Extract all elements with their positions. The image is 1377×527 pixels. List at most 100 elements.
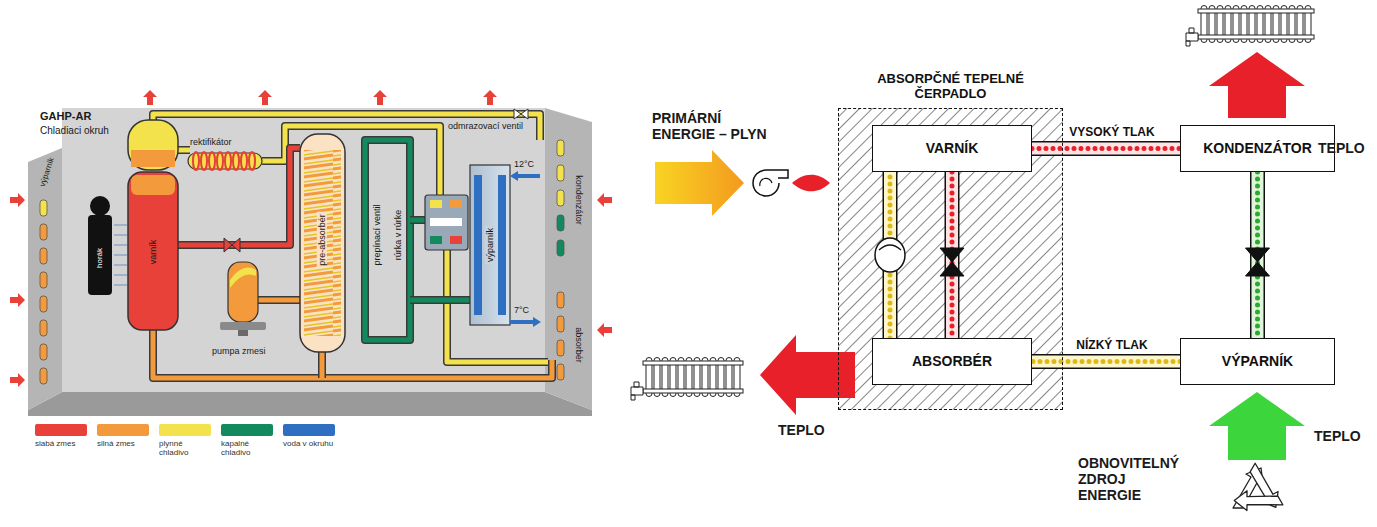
component-name: VARNÍK <box>926 140 979 157</box>
radiator <box>631 382 643 400</box>
energy-label: OBNOVITELNÝ ZDROJ ENERGIE <box>1078 455 1186 503</box>
rectifier-coil <box>201 152 207 170</box>
liquid-pipe <box>365 140 410 340</box>
component-label: prepínací ventil <box>372 202 382 267</box>
pressure-label: NÍZKÝ TLAK <box>1073 337 1150 351</box>
weak-mix-pipe <box>178 148 300 245</box>
housing-left-panel <box>28 148 62 410</box>
component-label: rúrka v rúrke <box>393 208 403 263</box>
pipe-inside <box>1032 356 1180 368</box>
condenser-coil <box>557 292 564 308</box>
pipe-outline <box>258 296 300 304</box>
rectifier-coil <box>217 152 223 170</box>
pipe-outline <box>410 216 425 224</box>
housing-back <box>62 108 545 392</box>
legend-item: plynné chladivo <box>159 424 213 457</box>
component-label: pre-absorbér <box>317 212 327 268</box>
component-label: horák <box>95 248 104 268</box>
label-box: prepínací ventil <box>372 202 382 267</box>
heat-output-arrow <box>1209 52 1305 118</box>
heat-flow-arrow <box>373 90 387 105</box>
label-box: absorbér <box>574 327 584 363</box>
rectifier-coil <box>193 152 255 170</box>
gas-blower <box>753 170 788 196</box>
burner <box>114 284 127 286</box>
gas-blower <box>760 178 772 186</box>
component-label: rektifikátor <box>190 137 232 147</box>
solution-pump <box>220 322 266 330</box>
legend: slabá zmes silná zmes plynné chladivo kapal… <box>35 424 337 457</box>
component-box: VÝPARNÍK <box>1180 338 1335 385</box>
gahp-illustration <box>10 90 612 416</box>
legend-swatch <box>159 424 211 436</box>
housing-floor <box>28 392 592 416</box>
strong-mix-pipe <box>153 330 552 378</box>
energy-label: PRIMÁRNÍ ENERGIE – PLYN <box>652 110 780 142</box>
component-label: kondenzátor <box>574 175 584 225</box>
label-box: rúrka v rúrke <box>393 208 403 263</box>
pipe-outline <box>178 146 190 154</box>
burner <box>114 264 127 266</box>
pre-absorber-vessel <box>300 134 345 352</box>
temperature-label: 12°C <box>514 159 534 169</box>
condenser-coil <box>557 240 564 256</box>
component-name: VÝPARNÍK <box>1222 353 1293 370</box>
pipe-valve <box>940 248 964 276</box>
pipe-outline <box>318 352 326 378</box>
label-box: horák <box>95 248 104 268</box>
water-heat-exchanger <box>470 165 510 325</box>
component-label: odmrazovací ventil <box>448 121 523 131</box>
expansion-valve <box>224 238 240 252</box>
component-name: KONDENZÁTOR <box>1203 140 1312 157</box>
water-heat-exchanger <box>474 175 482 315</box>
solution-pump-symbol <box>879 245 901 250</box>
generator-vessel <box>131 175 175 195</box>
renewable-heat-arrow <box>1209 392 1305 460</box>
radiator <box>1186 28 1198 46</box>
heat-output-arrow <box>760 335 855 415</box>
solution-pump-symbol <box>875 238 905 272</box>
solution-pump <box>230 268 256 288</box>
primary-energy-arrow <box>655 150 744 216</box>
pipe-connector <box>1032 148 1180 149</box>
switching-valve <box>450 200 462 208</box>
solution-pump-symbol <box>875 238 905 272</box>
expansion-valve <box>232 238 240 252</box>
recycle-symbol <box>1233 479 1283 525</box>
component-label: výparník <box>485 226 495 264</box>
legend-text: silná zmes <box>97 439 151 448</box>
defrost-valve <box>514 109 521 119</box>
radiator <box>1198 35 1314 39</box>
burner <box>88 215 112 295</box>
evaporator-coil <box>40 344 47 360</box>
rectifier-coil <box>188 153 262 169</box>
label-box: TEPLO <box>1318 140 1365 156</box>
legend-text: voda v okruhu <box>283 439 337 448</box>
condenser-coil <box>557 140 564 380</box>
label-box: výparník <box>485 226 495 264</box>
evaporator-coil <box>40 248 47 264</box>
component-label: pumpa zmesi <box>212 346 266 356</box>
heat-label: TEPLO <box>1318 140 1365 156</box>
pre-absorber-vessel <box>304 150 341 336</box>
edge-label-box: NÍZKÝ TLAK <box>1073 337 1150 351</box>
switching-valve <box>425 195 468 250</box>
label-box: OBNOVITELNÝ ZDROJ ENERGIE <box>1078 455 1186 503</box>
pipe-outline <box>365 140 410 340</box>
label-box: kondenzátor <box>574 175 584 225</box>
solution-pump <box>238 330 248 336</box>
pipe-wall <box>1032 354 1180 369</box>
component-box: VARNÍK <box>872 125 1032 172</box>
burner-flame <box>792 175 830 192</box>
pipe-flow <box>1032 146 1180 151</box>
legend-text: kapalné chladivo <box>221 439 275 457</box>
generator-vessel <box>128 120 178 170</box>
radiator <box>643 361 743 365</box>
water-heat-exchanger <box>498 175 506 315</box>
label-box: 12°C <box>514 159 534 169</box>
legend-item: slabá zmes <box>35 424 89 457</box>
label-box: pre-absorbér <box>317 212 327 268</box>
pipe-flow <box>1032 359 1180 364</box>
